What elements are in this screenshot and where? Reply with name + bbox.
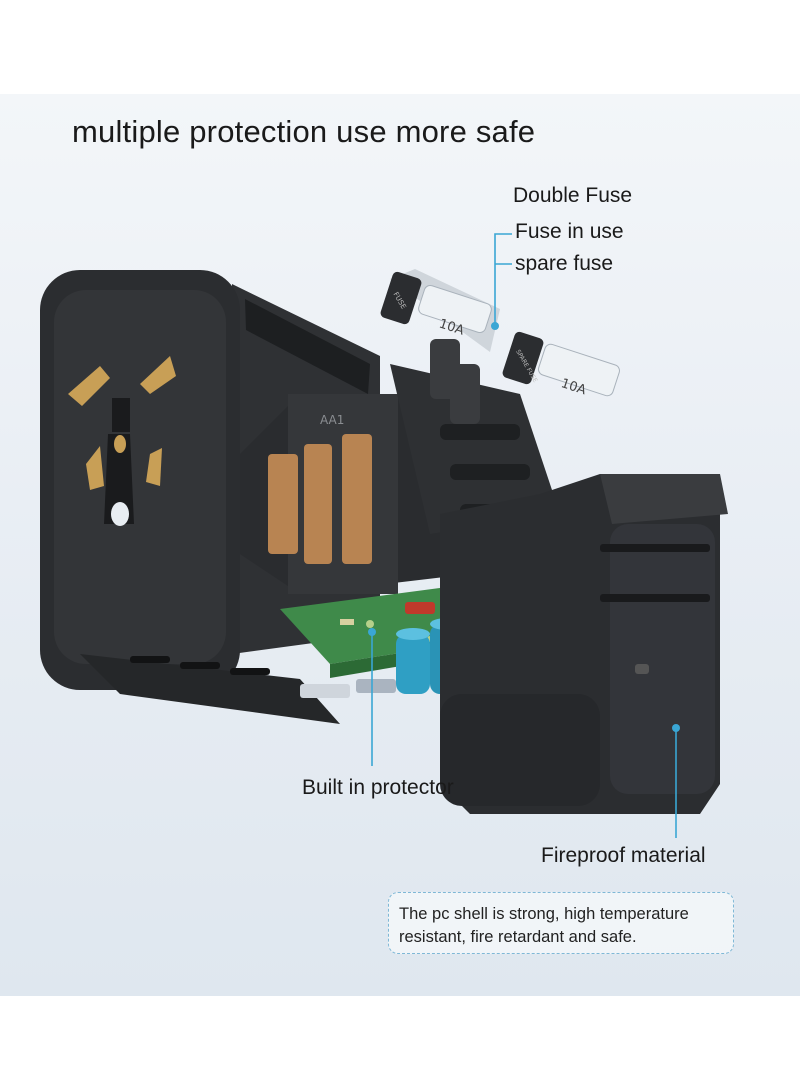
socket-holes bbox=[68, 356, 176, 526]
callout-lines bbox=[371, 233, 677, 838]
note-line-2: resistant, fire retardant and safe. bbox=[399, 928, 637, 946]
headline: multiple protection use more safe bbox=[72, 114, 536, 149]
exploded-adapter-illustration: AA1 10A FUSE bbox=[40, 233, 728, 838]
internal-socket-frame: AA1 bbox=[240, 339, 560, 594]
double-fuse-label: Double Fuse bbox=[513, 184, 633, 207]
spare-fuse-label: spare fuse bbox=[515, 252, 614, 275]
shell-description-note: The pc shell is strong, high temperature… bbox=[388, 892, 734, 954]
spare-fuse: 10A SPARE FUSE bbox=[502, 331, 620, 398]
rear-shell bbox=[440, 474, 728, 814]
product-panel: multiple protection use more safe bbox=[0, 94, 800, 996]
fuse-in-use: 10A FUSE bbox=[380, 269, 500, 352]
fuse-in-use-label: Fuse in use bbox=[515, 220, 624, 243]
callout-dots bbox=[368, 322, 680, 732]
note-line-1: The pc shell is strong, high temperature bbox=[399, 905, 689, 923]
built-in-protector-label: Built in protector bbox=[302, 776, 454, 799]
part-marking: AA1 bbox=[320, 413, 344, 427]
fireproof-material-label: Fireproof material bbox=[541, 844, 706, 867]
